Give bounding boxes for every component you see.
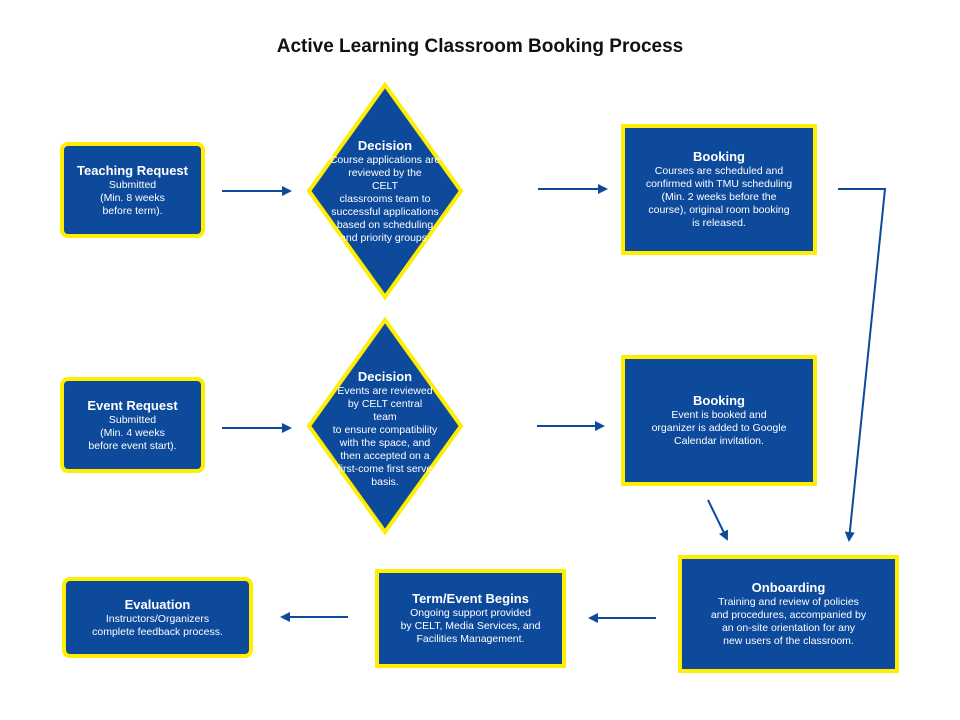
booking-event-line: organizer is added to Google (651, 422, 787, 434)
decision-course-line: classrooms team to (339, 193, 431, 205)
event-request-line: Submitted (108, 413, 157, 426)
booking-course-box: Booking Courses are scheduled and confir… (621, 124, 817, 255)
booking-event-heading: Booking (693, 393, 745, 408)
booking-course-line: Courses are scheduled and (654, 165, 784, 177)
decision-course-line: Course applications are (329, 154, 441, 166)
booking-course-line: is released. (692, 217, 746, 229)
onboarding-line: new users of the classroom. (723, 635, 854, 647)
booking-course-heading: Booking (693, 149, 745, 164)
decision-event-line: by CELT central team (347, 398, 423, 423)
onboarding-heading: Onboarding (751, 580, 826, 595)
onboarding-line: and procedures, accompanied by (710, 609, 867, 621)
event-request-box: Event Request Submitted (Min. 4 weeks be… (60, 377, 205, 473)
event-request-heading: Event Request (87, 397, 178, 413)
booking-event-box: Booking Event is booked and organizer is… (621, 355, 817, 486)
booking-course-line: (Min. 2 weeks before the (661, 191, 777, 203)
decision-course-line: based on scheduling (336, 219, 434, 231)
teaching-request-heading: Teaching Request (76, 162, 188, 178)
decision-course-heading: Decision (357, 138, 413, 153)
decision-course-line: successful applications (331, 206, 439, 218)
term-begins-line: Facilities Management. (416, 633, 525, 645)
decision-course-text: Decision Course applications are reviewe… (330, 138, 440, 245)
diagram-title: Active Learning Classroom Booking Proces… (276, 36, 684, 57)
booking-course-line: confirmed with TMU scheduling (645, 178, 793, 190)
booking-event-line: Event is booked and (671, 409, 767, 421)
decision-course-line: reviewed by the CELT (348, 167, 422, 192)
teaching-request-line: before term). (102, 204, 163, 217)
onboarding-box: Onboarding Training and review of polici… (678, 555, 899, 673)
event-request-line: before event start). (88, 439, 177, 452)
teaching-request-line: Submitted (108, 178, 157, 191)
teaching-request-box: Teaching Request Submitted (Min. 8 weeks… (60, 142, 205, 238)
evaluation-line: complete feedback process. (92, 625, 223, 638)
arrow-booking-event-to-onboarding (707, 499, 728, 541)
arrow-booking-course-to-onboarding (838, 188, 887, 542)
decision-event-line: basis. (371, 476, 399, 488)
event-request-line: (Min. 4 weeks (100, 426, 165, 439)
term-begins-line: by CELT, Media Services, and (400, 620, 541, 632)
decision-event-line: Events are reviewed (337, 385, 433, 397)
decision-course-diamond (306, 81, 464, 301)
term-begins-line: Ongoing support provided (410, 607, 531, 619)
onboarding-line: an on-site orientation for any (721, 622, 856, 634)
decision-event-diamond (306, 316, 464, 536)
booking-event-line: Calendar invitation. (674, 435, 764, 447)
onboarding-line: Training and review of policies (718, 596, 859, 608)
decision-event-line: to ensure compatibility (332, 424, 438, 436)
teaching-request-line: (Min. 8 weeks (100, 191, 165, 204)
term-begins-box: Term/Event Begins Ongoing support provid… (375, 569, 566, 668)
term-begins-heading: Term/Event Begins (412, 591, 529, 606)
booking-course-line: course), original room booking (648, 204, 790, 216)
evaluation-heading: Evaluation (124, 596, 191, 612)
decision-event-text: Decision Events are reviewed by CELT cen… (333, 369, 437, 489)
decision-event-heading: Decision (357, 369, 413, 384)
decision-event-line: with the space, and (339, 437, 431, 449)
decision-event-line: then accepted on a (340, 450, 430, 462)
evaluation-line: Instructors/Organizers (105, 612, 210, 625)
decision-course-line: and priority groups. (340, 232, 430, 244)
evaluation-box: Evaluation Instructors/Organizers comple… (62, 577, 253, 658)
decision-event-line: first-come first serve (337, 463, 433, 475)
